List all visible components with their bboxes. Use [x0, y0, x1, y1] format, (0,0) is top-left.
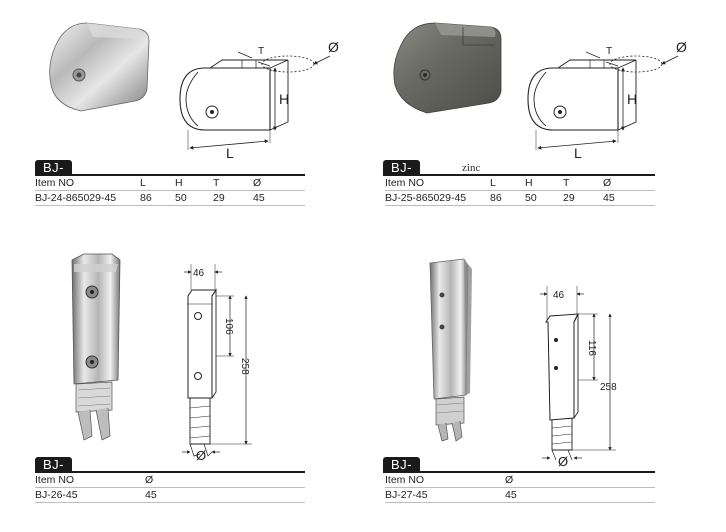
table-cell: BJ-24-865029-45 — [35, 190, 140, 206]
spec-table-bj25: Item NO L H T Ø BJ-25-865029-45 86 50 29… — [385, 176, 655, 206]
table-header-cell: Ø — [145, 473, 305, 488]
drawing-label-upper: 116 — [586, 340, 597, 356]
drawing-label-h: H — [627, 91, 637, 107]
product-photo-bj24 — [49, 22, 150, 112]
drawing-label-diameter: Ø — [196, 448, 206, 463]
drawing-label-l: L — [574, 145, 582, 160]
drawing-label-h: H — [279, 91, 289, 107]
drawing-label-diameter: Ø — [558, 454, 568, 469]
table-header-cell: T — [563, 176, 603, 191]
table-cell: 50 — [525, 190, 563, 206]
badge-rule — [383, 471, 655, 473]
table-cell: 45 — [603, 190, 655, 206]
table-row: BJ-25-865029-45 86 50 29 45 — [385, 190, 655, 206]
drawing-label-diameter: Ø — [328, 39, 339, 55]
table-header-row: Item NO L H T Ø — [35, 176, 305, 191]
table-row: BJ-27-45 45 — [385, 487, 655, 503]
table-cell: 45 — [253, 190, 305, 206]
table-cell: BJ-26-45 — [35, 487, 145, 503]
table-cell: 86 — [140, 190, 175, 206]
drawing-label-width: 46 — [553, 290, 565, 301]
spec-table-bj24: Item NO L H T Ø BJ-24-865029-45 86 50 29… — [35, 176, 305, 206]
material-note: zinc — [462, 162, 481, 174]
table-header-cell: Item NO — [385, 176, 490, 191]
table-cell: 86 — [490, 190, 525, 206]
table-header-cell: Ø — [603, 176, 655, 191]
table-header-cell: H — [525, 176, 563, 191]
table-header-row: Item NO L H T Ø — [385, 176, 655, 191]
table-cell: 45 — [505, 487, 655, 503]
spec-table-bj26: Item NO Ø BJ-26-45 45 — [35, 473, 305, 503]
table-cell: BJ-27-45 — [385, 487, 505, 503]
table-header-cell: Item NO — [35, 176, 140, 191]
drawing-label-diameter: Ø — [676, 39, 687, 55]
product-photo-bj26 — [71, 253, 121, 441]
table-cell: 29 — [563, 190, 603, 206]
table-cell: BJ-25-865029-45 — [385, 190, 490, 206]
technical-drawing-bj26: 46 106 258 Ø — [182, 264, 252, 463]
table-cell: 29 — [213, 190, 253, 206]
table-header-cell: T — [213, 176, 253, 191]
technical-drawing-bj25: T Ø H L — [527, 39, 687, 160]
drawing-label-l: L — [226, 145, 234, 160]
badge-rule — [35, 174, 305, 176]
drawing-label-upper: 106 — [223, 318, 234, 335]
drawing-label-width: 46 — [193, 268, 205, 279]
badge-rule — [383, 174, 655, 176]
table-header-cell: L — [140, 176, 175, 191]
table-header-cell: Ø — [505, 473, 655, 488]
badge-rule — [35, 471, 305, 473]
table-header-cell: Item NO — [35, 473, 145, 488]
table-header-cell: H — [175, 176, 213, 191]
table-header-cell: Ø — [253, 176, 305, 191]
table-header-row: Item NO Ø — [35, 473, 305, 488]
table-header-row: Item NO Ø — [385, 473, 655, 488]
drawing-label-t: T — [258, 46, 264, 57]
table-cell: 50 — [175, 190, 213, 206]
table-row: BJ-24-865029-45 86 50 29 45 — [35, 190, 305, 206]
technical-drawing-bj27: 46 116 258 Ø — [540, 286, 617, 469]
drawing-label-total: 258 — [239, 358, 250, 375]
technical-drawing-bj24: T Ø H L — [179, 39, 339, 160]
product-photo-bj25 — [393, 22, 502, 114]
drawing-label-total: 258 — [600, 382, 617, 393]
drawing-label-t: T — [606, 46, 612, 57]
table-row: BJ-26-45 45 — [35, 487, 305, 503]
table-header-cell: L — [490, 176, 525, 191]
table-cell: 45 — [145, 487, 305, 503]
table-header-cell: Item NO — [385, 473, 505, 488]
product-photo-bj27 — [429, 258, 472, 442]
spec-table-bj27: Item NO Ø BJ-27-45 45 — [385, 473, 655, 503]
